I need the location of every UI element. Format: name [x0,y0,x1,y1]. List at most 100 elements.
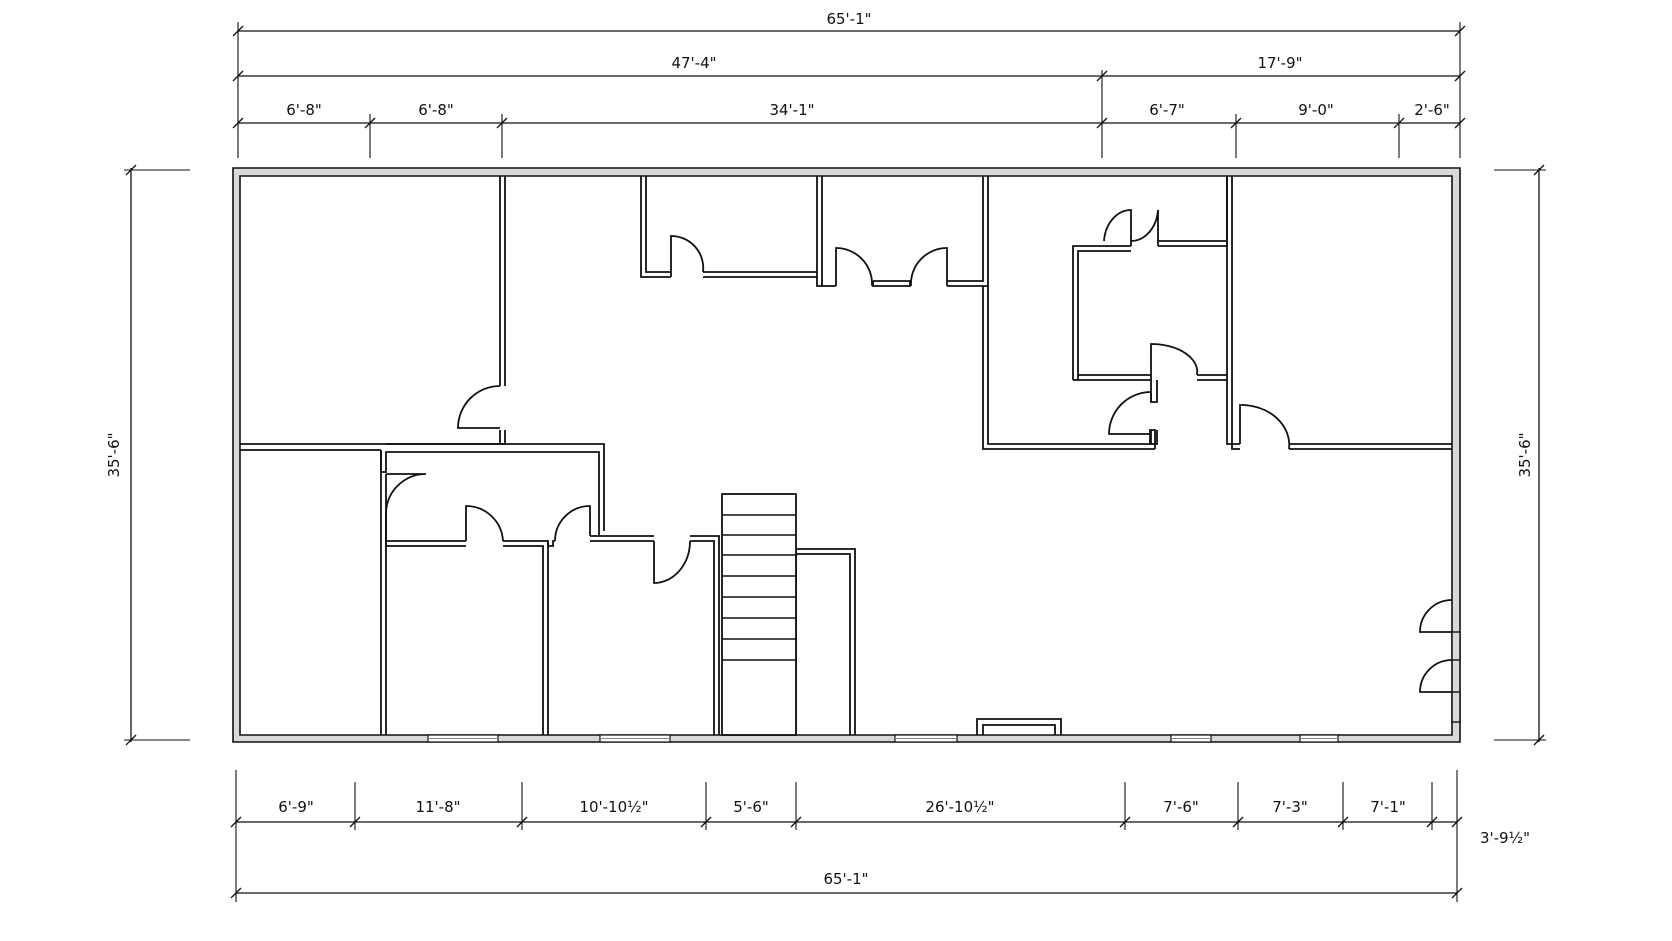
wall-room3-right [690,535,720,735]
wall-closet-2 [821,176,836,287]
wall-closet-stair [796,548,856,735]
door-swing [1419,599,1453,633]
wall-closet-2-inner [816,272,822,287]
door-swing [457,385,501,429]
exterior-wall [232,167,1461,743]
wall-bath-top [385,512,466,547]
wall-room3-top [548,540,555,547]
wall-lower-left-stub [380,450,600,536]
door-swing [554,505,591,542]
dim-top-detail: 9'-0" [1298,101,1334,119]
dimension-tick [1454,70,1466,82]
wall-closet-1-inner [645,176,671,273]
stair-outline [721,493,797,736]
dimension-tick [700,816,712,828]
dimension-tick [230,816,242,828]
door-jamb [1451,691,1461,723]
wall-inner-closet [1072,245,1131,380]
door-swing [385,473,427,513]
dim-left-height: 35'-6" [105,432,123,477]
dimension-tick [349,816,361,828]
dim-top-detail: 6'-7" [1149,101,1185,119]
door-swing [653,540,691,584]
dim-top-detail: 34'-1" [769,101,814,119]
wall-inner-closet-top [1158,176,1228,247]
door-swing [1150,343,1199,376]
wall-inner-closet-inner [1077,250,1131,380]
wall-right-divider [1226,176,1240,445]
dimension-tick [1454,25,1466,37]
wall-closet-2-right [947,176,984,282]
dim-bottom-detail: 26'-10½" [925,798,994,816]
dim-top-left-segment: 47'-4" [671,54,716,72]
dimension-tick [232,117,244,129]
door-swing [1419,659,1453,693]
dimension-tick [1232,816,1244,828]
dimension-tick [1426,816,1438,828]
wall-bath-right [503,540,549,735]
wall-right-divider-inner [1231,176,1240,450]
wall-right-block-left [982,286,1155,450]
dimension-tick [1451,887,1463,899]
dim-top-right-segment: 17'-9" [1257,54,1302,72]
door-swing [910,247,948,287]
wall-hall-stub [1150,380,1158,403]
dimension-tick [125,164,137,176]
dim-bottom-detail: 5'-6" [733,798,769,816]
top-dimensions: 65'-1" 47'-4" 17'-9" 6'-8" 6'-8" 34'-1" … [232,10,1466,158]
door-swing [1103,209,1132,246]
wall-entry-bump [976,718,1062,735]
door-swing [1130,209,1159,246]
dimension-tick [1451,816,1463,828]
side-dimensions: 35'-6" 35'-6" [105,164,1546,746]
wall-right-block-left-inner [987,286,1156,449]
walls [232,167,1461,743]
dimension-tick [1533,734,1545,746]
dim-bottom-detail: 3'-9½" [1480,829,1530,847]
door-jamb [1451,631,1461,661]
dimension-tick [232,70,244,82]
wall-room3-right-b [690,540,715,735]
dim-top-detail: 6'-8" [286,101,322,119]
dim-bottom-detail: 11'-8" [415,798,460,816]
dimension-tick [496,117,508,129]
dimension-tick [1533,164,1545,176]
dimension-tick [1230,117,1242,129]
wall-stub-door [499,430,506,445]
wall-closet-1-right [703,176,818,273]
wall-closet-stair-b [796,553,851,735]
wall-entry-bump-b [982,724,1056,735]
dim-top-detail: 2'-6" [1414,101,1450,119]
dimension-tick [230,887,242,899]
wall-closet-2-mid [872,280,911,287]
wall-inner-closet-bottom [1073,372,1152,381]
door-swing [1108,391,1152,435]
dimension-tick [364,117,376,129]
wall-right-room-bottom-c [1150,430,1158,445]
wall-bath-right-b [503,545,544,735]
dim-bottom-overall: 65'-1" [823,870,868,888]
windows [427,734,1339,743]
dimension-tick [790,816,802,828]
dimension-tick [232,25,244,37]
dim-top-overall: 65'-1" [826,10,871,28]
dim-bottom-detail: 7'-1" [1370,798,1406,816]
dimension-tick [1096,117,1108,129]
dimension-tick [1393,117,1405,129]
dimension-tick [1337,816,1349,828]
dim-bottom-detail: 6'-9" [278,798,314,816]
bottom-dimensions: 6'-9" 11'-8" 10'-10½" 5'-6" 26'-10½" 7'-… [230,770,1530,902]
dimension-tick [1454,117,1466,129]
dim-right-height: 35'-6" [1516,432,1534,477]
door-swing [465,505,504,542]
door-swing [670,235,705,277]
door-swing [835,247,873,287]
doors [385,209,1461,723]
dimension-tick [1096,70,1108,82]
door-swing [1239,404,1291,450]
dim-bottom-detail: 7'-3" [1272,798,1308,816]
dimension-tick [125,734,137,746]
wall-lower-left-stub-b [386,443,605,531]
dim-top-detail: 6'-8" [418,101,454,119]
